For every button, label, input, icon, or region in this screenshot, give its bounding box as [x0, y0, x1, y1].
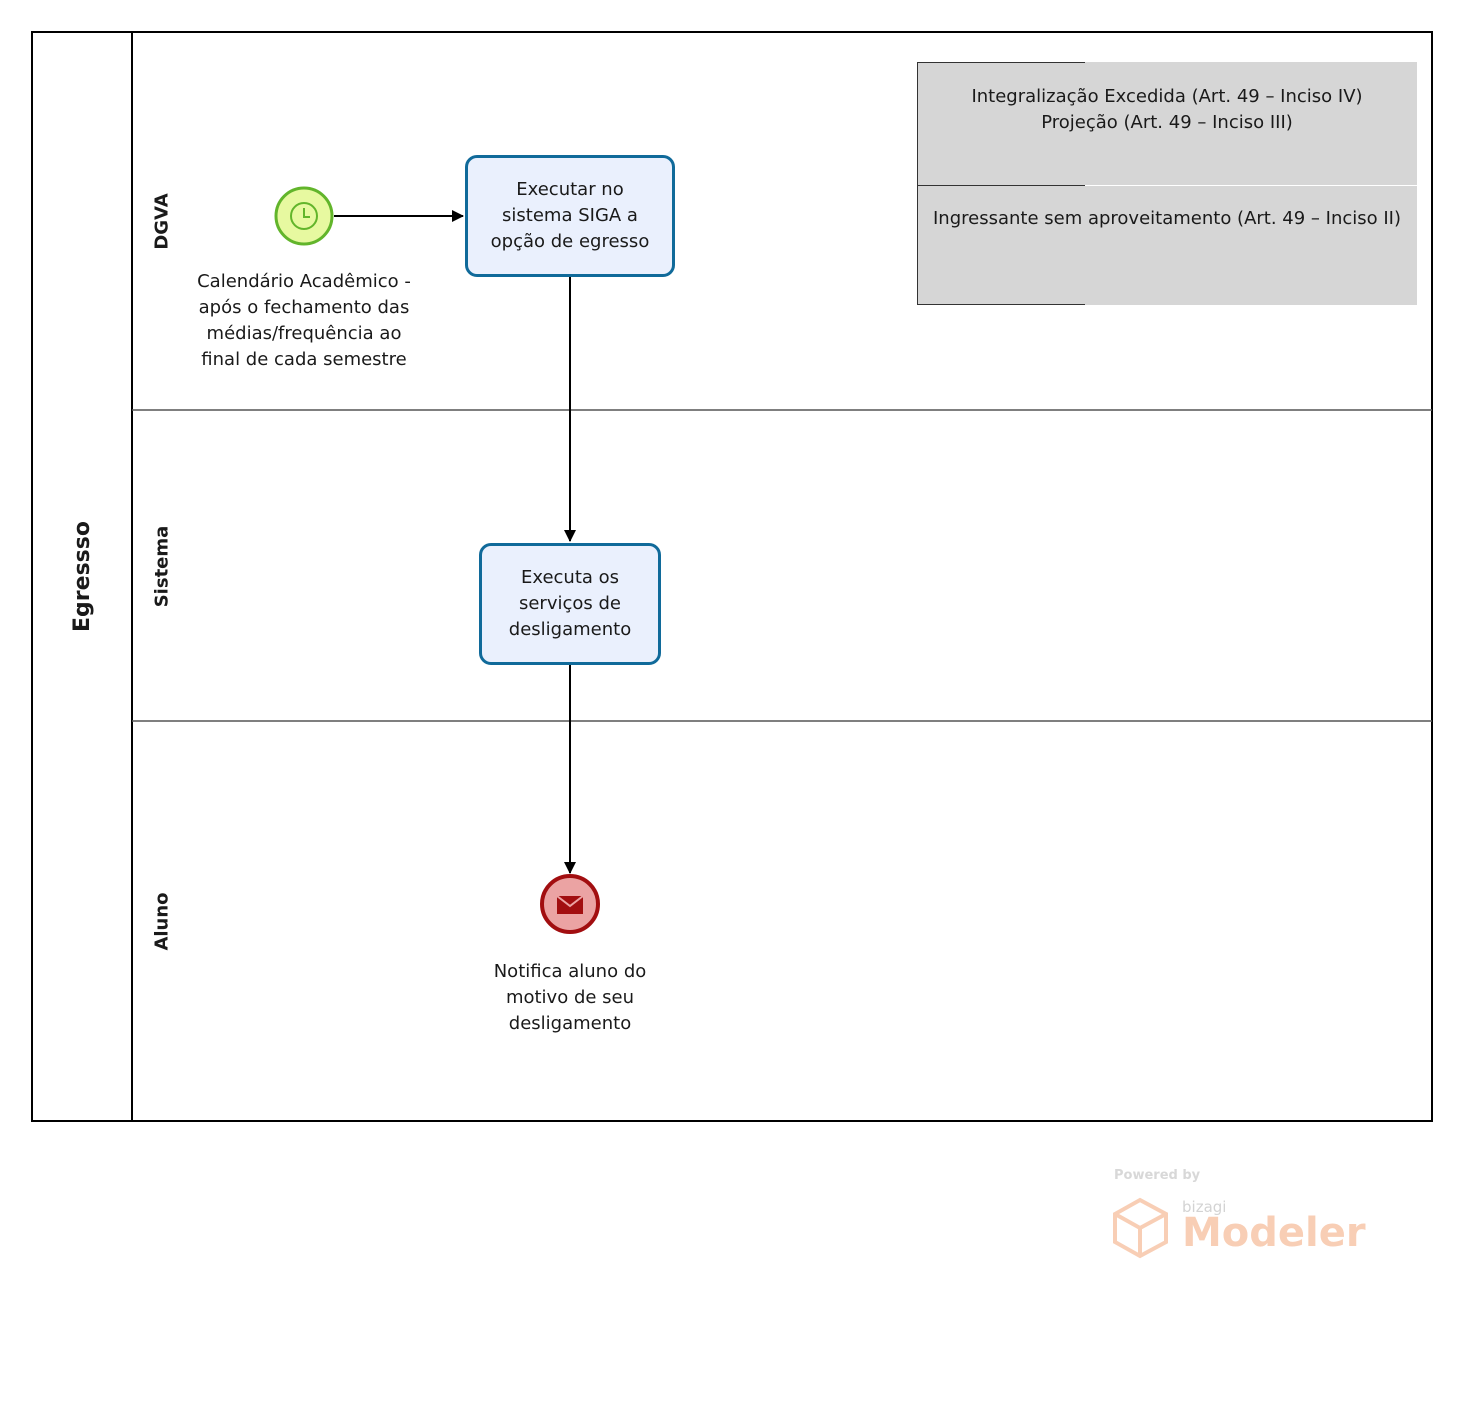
pool-title: Egressso — [33, 32, 131, 1121]
powered-by-text: Powered by — [1114, 1168, 1201, 1183]
lane-name-sistema: Sistema — [151, 525, 173, 607]
annotation-bracket-bottom — [917, 304, 1085, 305]
start-event-label: Calendário Acadêmico - após o fechamento… — [197, 271, 411, 370]
product-name: Modeler — [1182, 1210, 1366, 1256]
annotation-bracket-top — [917, 62, 1085, 63]
lane-title-dgva: DGVA — [133, 33, 191, 410]
annotation-1: Integralização Excedida (Art. 49 – Incis… — [917, 62, 1417, 185]
vendor-name: bizagi — [1182, 1198, 1227, 1216]
annotation-2: Ingressante sem aproveitamento (Art. 49 … — [917, 186, 1417, 305]
start-event[interactable] — [274, 186, 334, 246]
task-executa-servicos[interactable]: Executa os serviços de desligamento — [479, 543, 661, 665]
lane-name-dgva: DGVA — [151, 193, 173, 250]
end-event-label: Notifica aluno do motivo de seu desligam… — [493, 961, 647, 1034]
lane-title-sistema: Sistema — [133, 411, 191, 721]
annotation-bracket-middle — [917, 185, 1085, 186]
envelope-icon — [556, 895, 584, 914]
lane-name-aluno: Aluno — [151, 892, 173, 951]
task-label: Executar no sistema SIGA a opção de egre… — [490, 179, 650, 252]
task-executar-siga[interactable]: Executar no sistema SIGA a opção de egre… — [465, 155, 675, 277]
annotation-bracket — [917, 62, 918, 305]
clock-icon — [290, 202, 318, 230]
bizagi-logo-icon — [1113, 1197, 1168, 1259]
lane-title-aluno: Aluno — [133, 722, 191, 1121]
bizagi-watermark: Powered by bizagi Modeler — [1110, 1168, 1370, 1268]
pool-name: Egressso — [69, 521, 95, 632]
task-label: Executa os serviços de desligamento — [508, 567, 632, 640]
end-event[interactable] — [540, 874, 600, 934]
pool-border — [31, 31, 1433, 1122]
